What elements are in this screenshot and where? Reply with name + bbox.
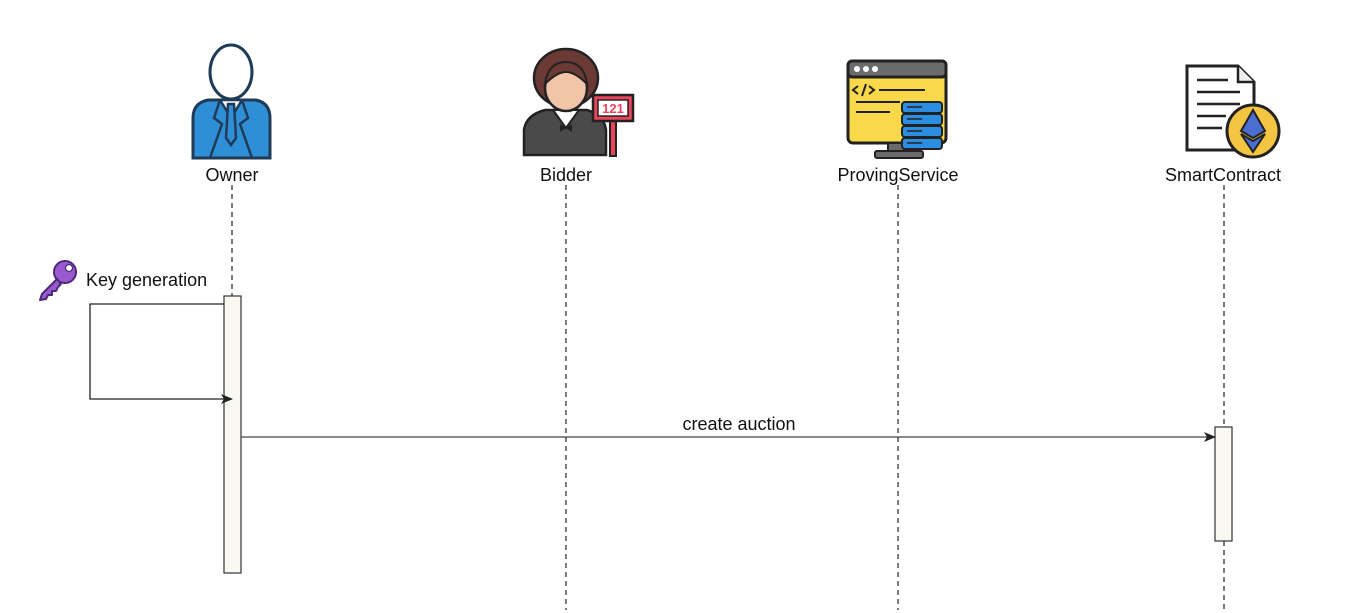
- activation-bar-owner: [223, 295, 242, 574]
- participant-label-smart-contract: SmartContract: [1165, 165, 1281, 185]
- bidder-icon: 121: [522, 47, 635, 157]
- message-label-key-generation: Key generation: [86, 270, 207, 290]
- self-message-arrow-key-generation: [89, 303, 233, 404]
- activation-bar-smart-contract: [1214, 426, 1233, 542]
- proving-service-icon: [846, 59, 948, 159]
- owner-icon: [191, 43, 272, 160]
- bidder-paddle-number: 121: [602, 101, 624, 116]
- message-label-create-auction: create auction: [682, 414, 795, 434]
- participant-label-bidder: Bidder: [540, 165, 592, 185]
- key-icon: [39, 260, 77, 301]
- participant-label-owner: Owner: [205, 165, 258, 185]
- participant-label-proving-service: ProvingService: [837, 165, 958, 185]
- smart-contract-icon: [1185, 64, 1281, 159]
